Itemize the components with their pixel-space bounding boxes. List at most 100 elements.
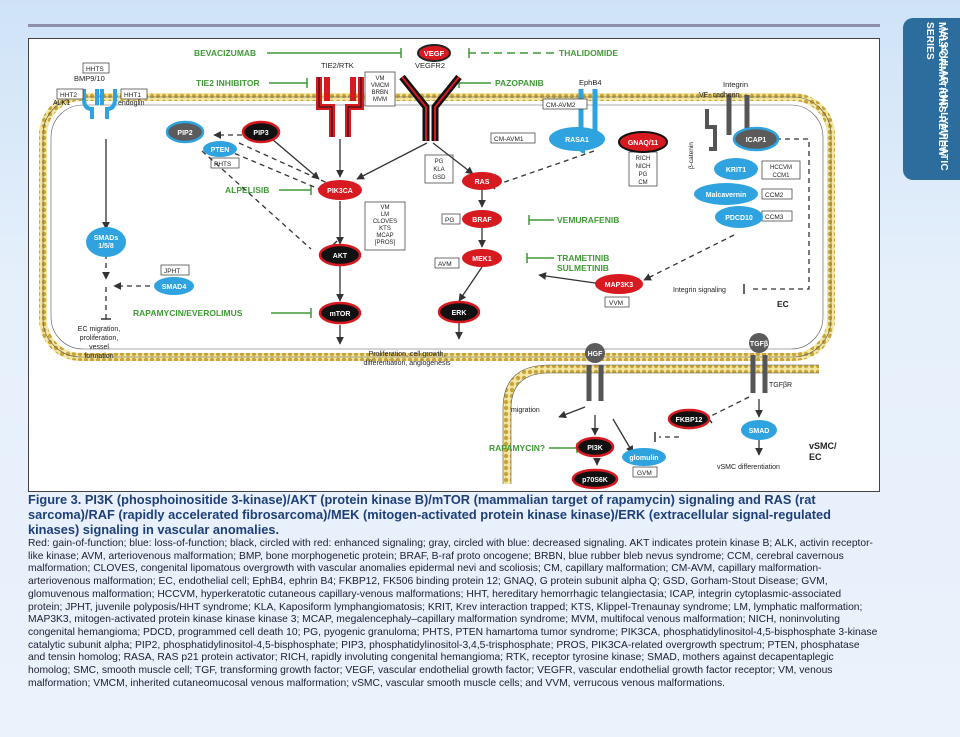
label-ve-cadherin: VE- cadherin bbox=[699, 92, 740, 99]
node-glomulin bbox=[622, 448, 666, 466]
label-smad: SMAD bbox=[749, 428, 770, 435]
box-ccm3: CCM3 bbox=[765, 214, 784, 221]
ve-cadherin-receptor bbox=[705, 109, 717, 151]
label-beta-catenin: β-catenin bbox=[688, 142, 695, 169]
box-vvm: VVM bbox=[609, 300, 623, 307]
label-migration: migration bbox=[511, 407, 540, 414]
box-jpht: JPHT bbox=[164, 268, 180, 275]
label-gnaq: GNAQ/11 bbox=[628, 140, 658, 147]
node-smad bbox=[741, 420, 777, 440]
label-krit1: KRIT1 bbox=[726, 167, 746, 174]
node-pten bbox=[203, 141, 237, 157]
node-hgf bbox=[585, 343, 605, 363]
label-tgfb: TGFβ bbox=[750, 341, 769, 348]
series-tab-line2: MALFORMATIONS REVIEW SERIES bbox=[924, 22, 947, 157]
label-erk: ERK bbox=[452, 310, 467, 317]
node-akt bbox=[318, 243, 362, 267]
node-pi3k bbox=[575, 436, 615, 458]
label-vegf: VEGF bbox=[424, 49, 445, 58]
label-smad4: SMAD4 bbox=[162, 284, 187, 291]
box-cm-avm2: CM-AVM2 bbox=[546, 102, 576, 109]
label-pten: PTEN bbox=[211, 147, 230, 154]
box-avm: AVM bbox=[438, 261, 452, 268]
label-glomulin: glomulin bbox=[629, 455, 658, 462]
label-tgfbr: TGFβR bbox=[769, 382, 792, 389]
node-erk bbox=[437, 300, 481, 324]
label-map3k3: MAP3K3 bbox=[605, 282, 634, 289]
box-pg: PG bbox=[445, 217, 454, 224]
node-ras bbox=[462, 172, 502, 190]
drug-rapamycin-everolimus: RAPAMYCIN/EVEROLIMUS bbox=[133, 308, 243, 318]
node-icap1 bbox=[732, 126, 780, 152]
label-pdcd10: PDCD10 bbox=[725, 215, 753, 222]
node-p70s6k bbox=[571, 468, 619, 490]
label-alk1: ALK1 bbox=[53, 100, 70, 107]
box-gvm: GVM bbox=[637, 470, 652, 477]
label-vegfr2: VEGFR2 bbox=[415, 61, 445, 70]
figure-caption: Figure 3. PI3K (phosphoinositide 3-kinas… bbox=[28, 490, 878, 690]
node-smads158 bbox=[86, 227, 126, 257]
box-phts: PHTS bbox=[214, 161, 232, 168]
label-hgf: HGF bbox=[588, 351, 604, 358]
label-pip2: PIP2 bbox=[177, 130, 192, 137]
caption-body: Red: gain-of-function; blue: loss-of-fun… bbox=[28, 538, 878, 689]
node-map3k3 bbox=[595, 274, 643, 294]
label-ras: RAS bbox=[475, 179, 490, 186]
box-hht1: HHT1 bbox=[124, 92, 141, 99]
node-pip3 bbox=[241, 120, 281, 144]
label-fkbp12: FKBP12 bbox=[676, 417, 703, 424]
node-braf bbox=[462, 210, 502, 228]
node-krit1 bbox=[714, 158, 758, 180]
label-rasa1: RASA1 bbox=[565, 137, 589, 144]
label-braf: BRAF bbox=[472, 217, 492, 224]
label-p70s6k: p70S6K bbox=[582, 477, 608, 484]
node-pip2 bbox=[165, 120, 205, 144]
node-fkbp12 bbox=[667, 408, 711, 430]
node-pik3ca bbox=[318, 180, 362, 200]
label-mtor: mTOR bbox=[330, 311, 351, 318]
label-icap1: ICAP1 bbox=[746, 137, 767, 144]
drug-thalidomide: THALIDOMIDE bbox=[559, 48, 618, 58]
label-pik3ca: PIK3CA bbox=[327, 188, 353, 195]
label-pip3: PIP3 bbox=[253, 130, 268, 137]
box-hht2: HHT2 bbox=[60, 92, 77, 99]
drug-tie2-inhibitor: TIE2 INHIBITOR bbox=[196, 78, 260, 88]
drug-rapamycin-q: RAPAMYCIN? bbox=[489, 443, 545, 453]
label-malcavernin: Malcavernin bbox=[706, 192, 746, 199]
node-malcavernin bbox=[694, 183, 758, 205]
caption-title: Figure 3. PI3K (phosphoinositide 3-kinas… bbox=[28, 492, 831, 537]
label-ephb4: EphB4 bbox=[579, 78, 602, 87]
drug-vemurafenib: VEMURAFENIB bbox=[557, 215, 619, 225]
pathway-figure: BEVACIZUMAB THALIDOMIDE TIE2 INHIBITOR P… bbox=[28, 38, 880, 492]
label-integrin: Integrin bbox=[723, 80, 748, 89]
tgfb-receptor bbox=[750, 355, 768, 393]
node-mek1 bbox=[462, 249, 502, 267]
label-ec: EC bbox=[777, 299, 789, 309]
label-akt: AKT bbox=[333, 253, 348, 260]
drug-alpelisib: ALPELISIB bbox=[225, 185, 269, 195]
label-mek1: MEK1 bbox=[472, 256, 492, 263]
box-ccm2: CCM2 bbox=[765, 192, 784, 199]
label-bmp: BMP9/10 bbox=[74, 74, 105, 83]
node-gnaq bbox=[618, 131, 668, 153]
drug-pazopanib: PAZOPANIB bbox=[495, 78, 544, 88]
hgf-receptor bbox=[586, 365, 604, 401]
vsmc-cell-membrane bbox=[503, 365, 819, 484]
drug-bevacizumab: BEVACIZUMAB bbox=[194, 48, 256, 58]
top-rule bbox=[28, 24, 880, 27]
node-smad4 bbox=[154, 277, 194, 295]
label-proliferation: Proliferation, cell growth,differentiati… bbox=[363, 351, 451, 367]
label-vsmc-diff: vSMC differentiation bbox=[717, 464, 780, 471]
node-vegf bbox=[417, 44, 451, 62]
label-integrin-signaling: Integrin signaling bbox=[673, 287, 726, 294]
pathway-diagram: BEVACIZUMAB THALIDOMIDE TIE2 INHIBITOR P… bbox=[39, 44, 837, 490]
node-pdcd10 bbox=[715, 206, 763, 228]
series-tab-line1: VASCULAR AND LYMPHATIC bbox=[938, 28, 949, 171]
